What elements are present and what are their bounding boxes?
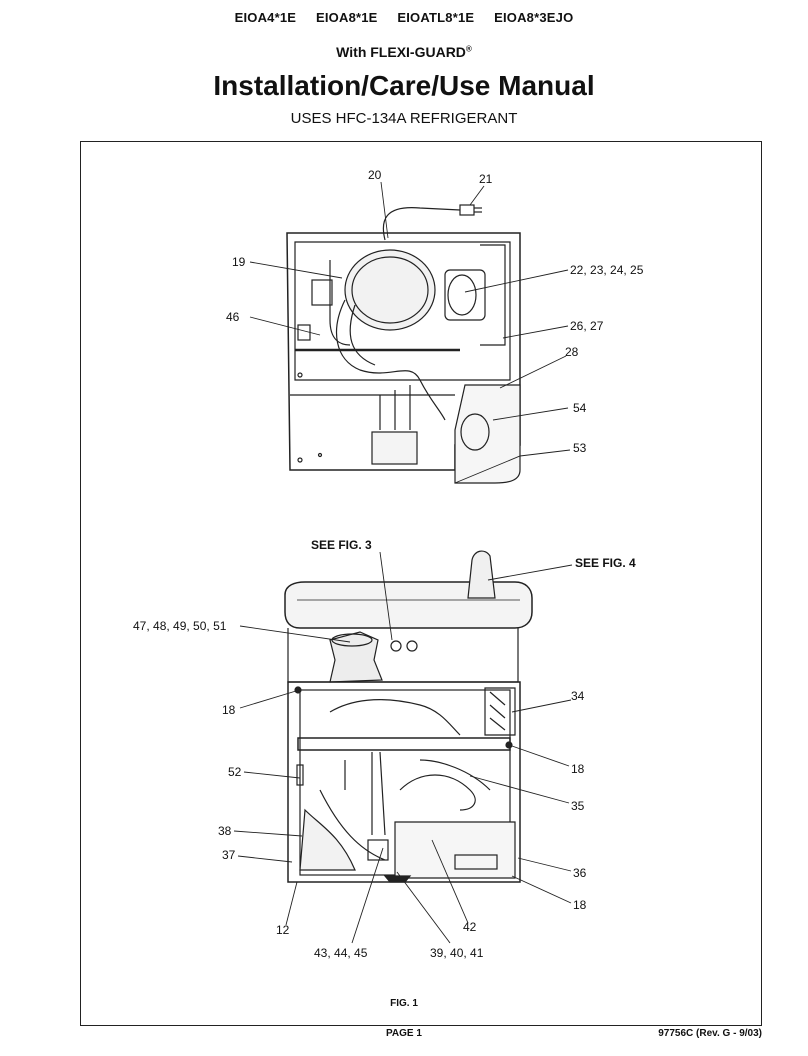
callout: 28 (565, 345, 579, 359)
callout: 42 (463, 920, 477, 934)
callout: 35 (571, 799, 585, 813)
callout: 18 (222, 703, 236, 717)
callout: 39, 40, 41 (430, 946, 484, 960)
callout: 53 (573, 441, 587, 455)
callout: 21 (479, 172, 493, 186)
model-number: EIOA4*1E (234, 10, 297, 25)
bottom-leaders (233, 551, 573, 944)
callout: 12 (276, 923, 290, 937)
figure-caption: FIG. 1 (390, 998, 418, 1009)
page-title: Installation/Care/Use Manual (213, 70, 595, 101)
callout: 19 (232, 255, 246, 269)
top-unit-drawing (286, 204, 521, 484)
bottom-callouts: SEE FIG. 3 SEE FIG. 4 47, 48, 49, 50, 51… (133, 538, 636, 960)
callout: 38 (218, 824, 232, 838)
callout: 26, 27 (570, 319, 604, 333)
model-numbers: EIOA4*1E EIOA8*1E EIOATL8*1E EIOA8*3EJO (0, 10, 808, 25)
callout: 18 (573, 898, 587, 912)
document-number: 97756C (Rev. G - 9/03) (658, 1028, 762, 1039)
callout: 34 (571, 689, 585, 703)
callout: 43, 44, 45 (314, 946, 368, 960)
subtitle: With FLEXI-GUARD® (0, 44, 808, 60)
callout: SEE FIG. 3 (311, 538, 372, 552)
figure-frame (80, 141, 762, 1026)
callout: 18 (571, 762, 585, 776)
callout: 36 (573, 866, 587, 880)
page-number: PAGE 1 (386, 1028, 422, 1039)
top-callouts: 20 21 19 22, 23, 24, 25 46 26, 27 28 54 … (226, 168, 644, 455)
callout: 37 (222, 848, 236, 862)
callout: 46 (226, 310, 240, 324)
callout: 20 (368, 168, 382, 182)
refrigerant-note: USES HFC-134A REFRIGERANT (290, 110, 518, 127)
model-number: EIOA8*3EJO (494, 10, 574, 25)
callout: 54 (573, 401, 587, 415)
callout: 47, 48, 49, 50, 51 (133, 619, 227, 633)
with-text: With FLEXI-GUARD (336, 44, 466, 60)
top-leaders (249, 181, 571, 484)
model-number: EIOA8*1E (315, 10, 378, 25)
model-number: EIOATL8*1E (397, 10, 475, 25)
registered-mark: ® (465, 44, 472, 54)
callout: 22, 23, 24, 25 (570, 263, 644, 277)
callout: 52 (228, 765, 242, 779)
callout: SEE FIG. 4 (575, 556, 636, 570)
bottom-unit-drawing (284, 550, 533, 883)
